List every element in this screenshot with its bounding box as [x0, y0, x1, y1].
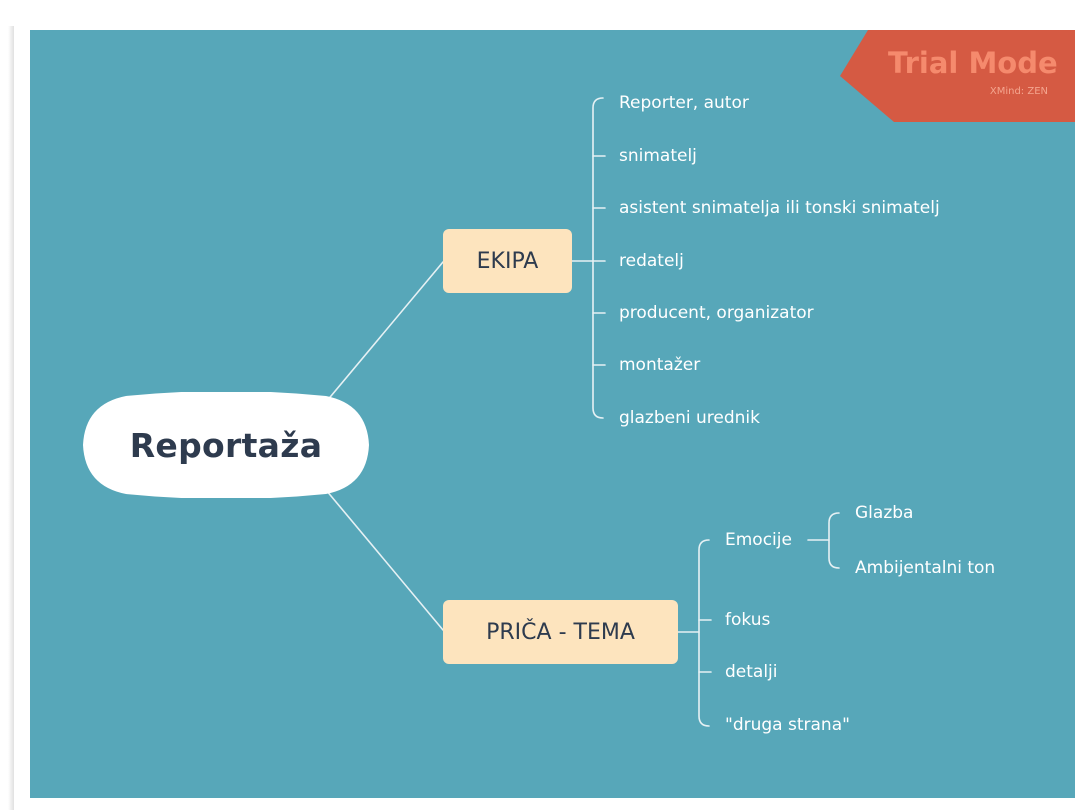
subtopic-snimatelj[interactable]: snimatelj — [619, 146, 697, 166]
topic-prica-tema[interactable]: PRIČA - TEMA — [443, 600, 678, 664]
trial-mode-banner — [840, 30, 1075, 122]
subtopic-montazer[interactable]: montažer — [619, 355, 701, 375]
page-shadow — [8, 26, 14, 810]
central-topic-shape — [83, 392, 369, 498]
connector-prica-bracket — [698, 539, 710, 727]
subtopic-druga-strana[interactable]: "druga strana" — [725, 715, 850, 735]
subtopic-glazba[interactable]: Glazba — [855, 503, 914, 523]
connector-ekipa-bracket — [592, 97, 604, 419]
subtopic-fokus[interactable]: fokus — [725, 610, 771, 630]
subtopic-ambijentalni-ton[interactable]: Ambijentalni ton — [855, 558, 996, 578]
connector-central-prica — [325, 489, 444, 631]
trial-mode-subtitle: XMind: ZEN — [989, 86, 1048, 97]
subtopic-redatelj[interactable]: redatelj — [619, 251, 684, 271]
connector-lines — [325, 97, 840, 727]
subtopic-glazbeni-urednik[interactable]: glazbeni urednik — [619, 408, 760, 428]
connector-emocije-bracket — [828, 512, 840, 569]
central-topic[interactable]: Reportaža — [129, 425, 323, 465]
trial-mode-title: Trial Mode — [888, 46, 1058, 80]
subtopic-asistent[interactable]: asistent snimatelja ili tonski snimatelj — [619, 198, 940, 218]
subtopic-emocije[interactable]: Emocije — [725, 530, 792, 550]
topic-ekipa[interactable]: EKIPA — [443, 229, 572, 293]
subtopic-producent[interactable]: producent, organizator — [619, 303, 814, 323]
subtopic-reporter-autor[interactable]: Reporter, autor — [619, 93, 749, 113]
subtopic-detalji[interactable]: detalji — [725, 662, 778, 682]
mindmap-canvas[interactable]: Reportaža EKIPA PRIČA - TEMA Reporter, a… — [30, 30, 1075, 798]
connector-central-ekipa — [325, 261, 444, 403]
